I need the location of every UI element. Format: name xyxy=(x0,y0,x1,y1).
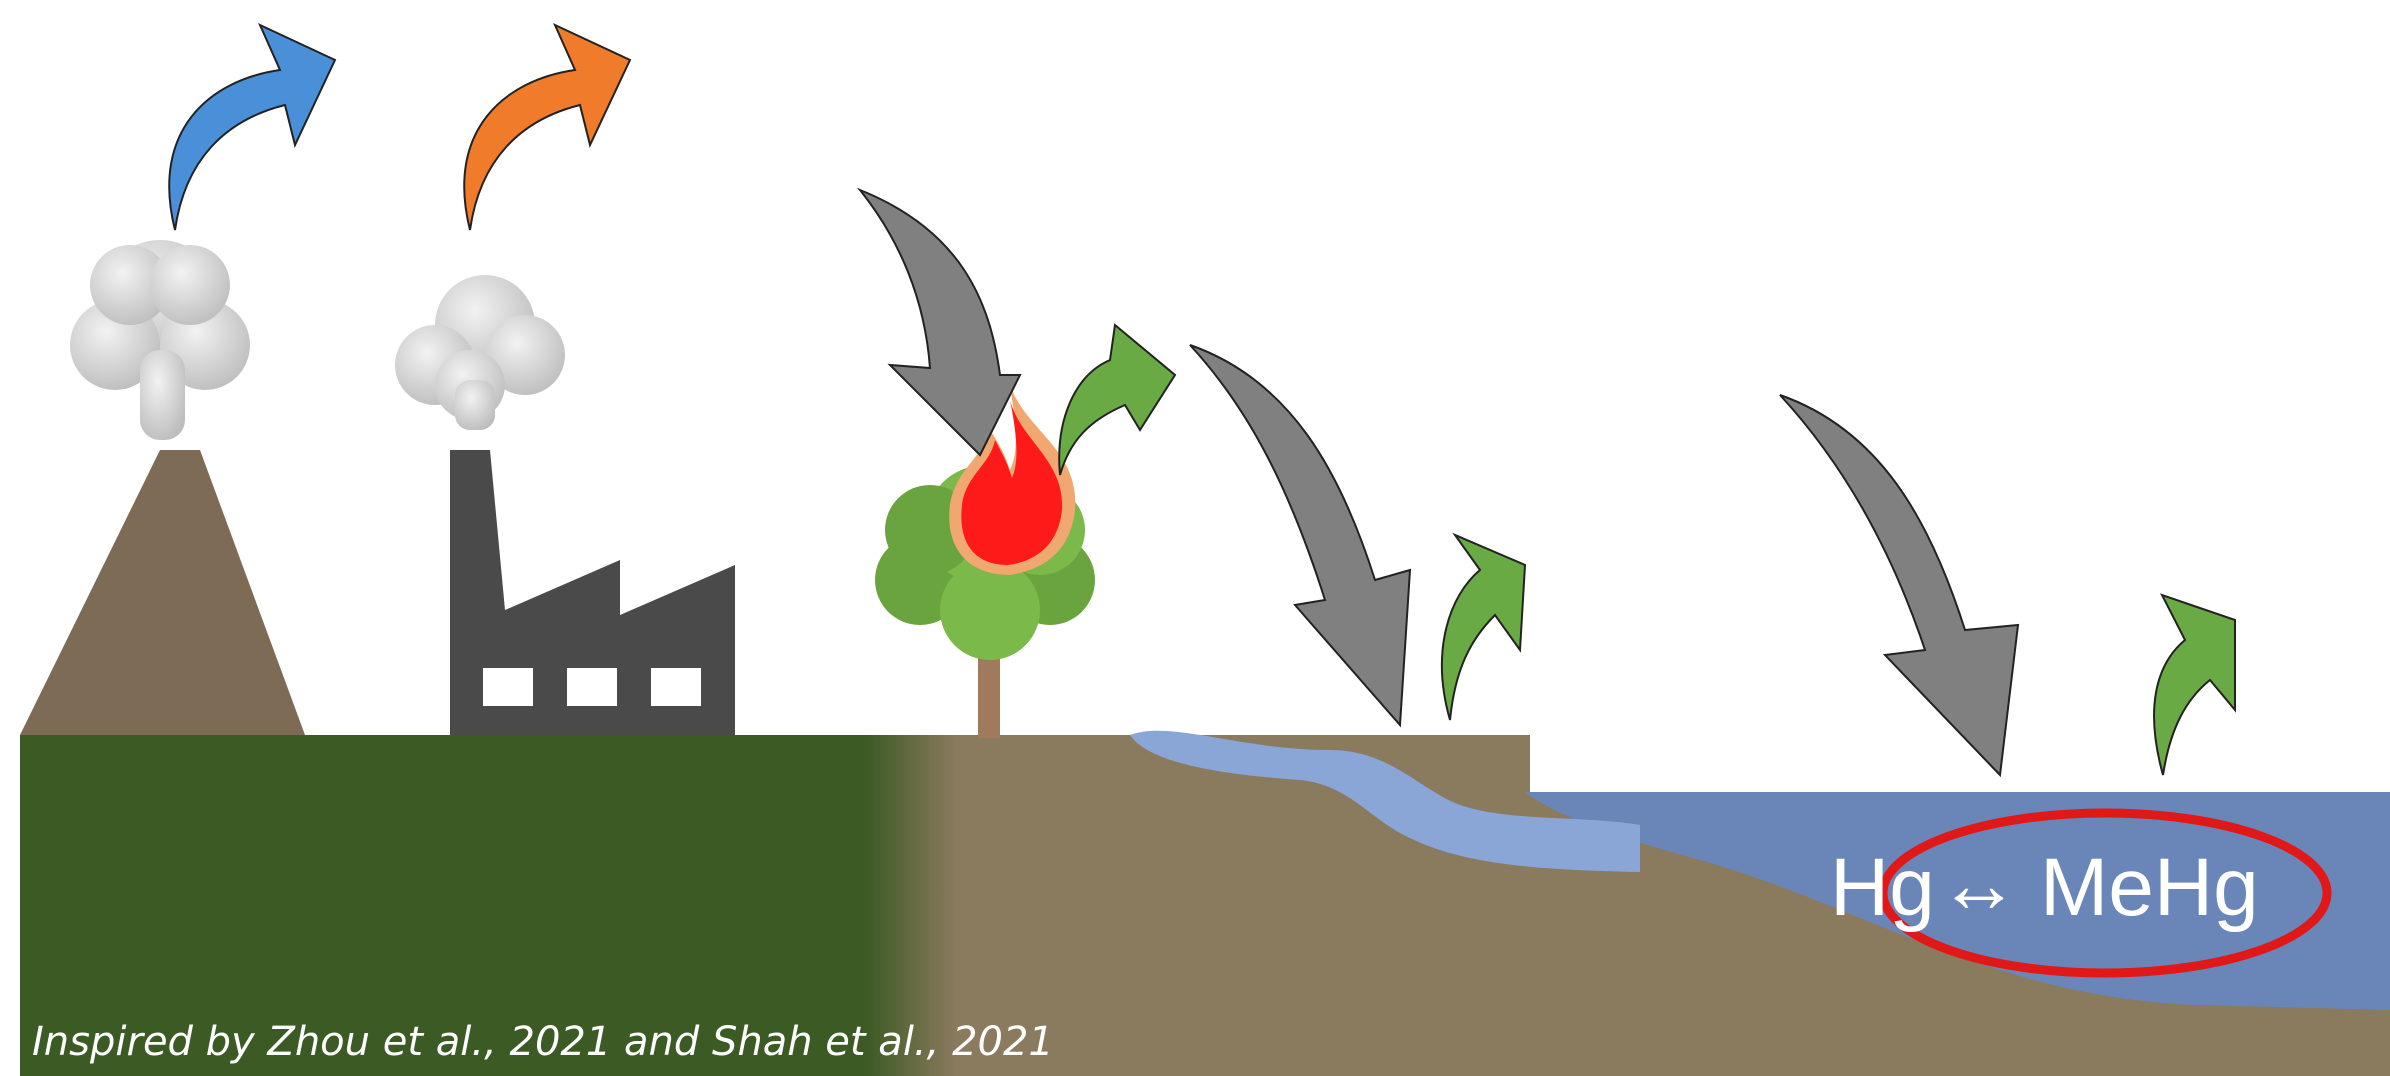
mehg-label: MeHg xyxy=(2040,842,2259,933)
emission-arrow-icon xyxy=(464,25,630,230)
reemission-arrow-icon xyxy=(1442,535,1525,720)
volcano-icon xyxy=(20,25,335,735)
emission-arrow-icon xyxy=(169,25,335,230)
deposition-arrow-icon xyxy=(1190,345,1410,725)
double-arrow-icon: ↔ xyxy=(1938,839,2020,930)
hg-mehg-equation: Hg ↔ MeHg xyxy=(1830,839,2259,933)
deposition-arrow-icon xyxy=(860,190,1020,455)
deposition-arrow-icon xyxy=(1780,395,2018,775)
attribution-caption: Inspired by Zhou et al., 2021 and Shah e… xyxy=(32,1019,1054,1065)
reemission-arrow-icon xyxy=(1059,325,1175,475)
reemission-arrow-icon xyxy=(2154,595,2235,775)
volcano-smoke xyxy=(70,240,250,440)
hg-label: Hg xyxy=(1830,842,1935,933)
factory-icon xyxy=(395,25,735,735)
factory-smoke xyxy=(395,275,565,430)
